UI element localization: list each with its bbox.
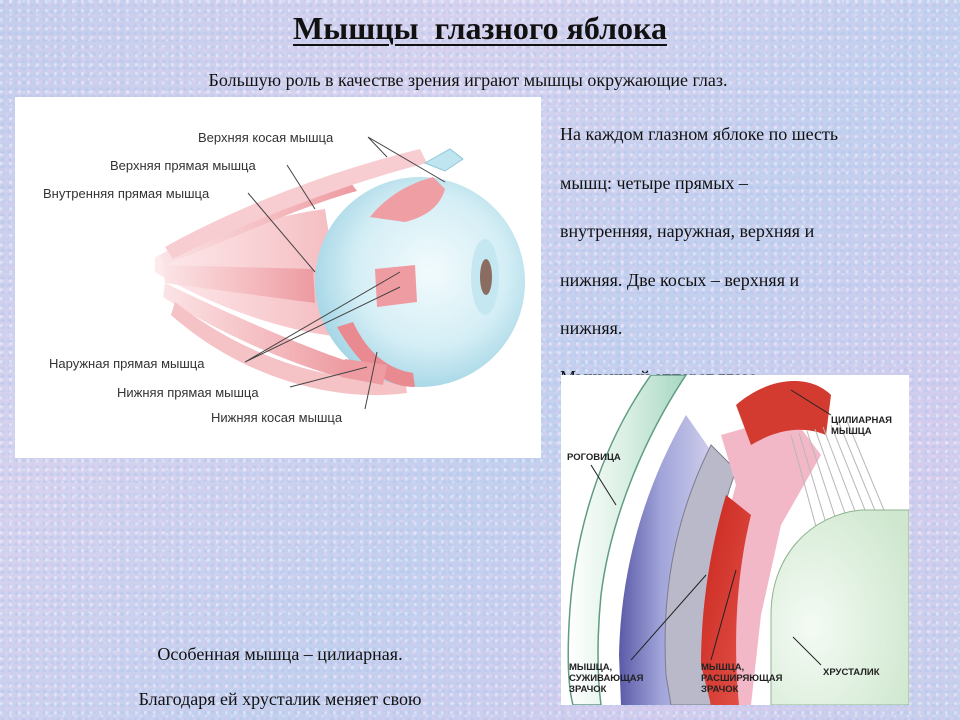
page-title: Мышцы глазного яблока <box>0 10 960 47</box>
lateral-rectus-on-eye <box>375 265 417 307</box>
label-inferior-rectus: Нижняя прямая мышца <box>117 385 259 400</box>
label-dilator-line-2: РАСШИРЯЮЩАЯ <box>701 673 782 684</box>
label-ciliary-line-2: МЫШЦА <box>831 426 892 437</box>
label-dilator-line-1: МЫШЦА, <box>701 662 782 673</box>
label-ciliary-muscle: ЦИЛИАРНАЯ МЫШЦА <box>831 415 892 437</box>
label-cornea: РОГОВИЦА <box>567 452 621 463</box>
eye-muscles-illustration <box>15 97 541 458</box>
bottom-text-line-2: Благодаря ей хрусталик меняет свою <box>60 689 500 710</box>
right-text-line-5: нижняя. <box>560 304 952 353</box>
pupil <box>480 259 492 295</box>
bottom-text-line-1: Особенная мышца – цилиарная. <box>60 644 500 665</box>
right-description: На каждом глазном яблоке по шесть мышц: … <box>560 110 952 401</box>
label-superior-rectus: Верхняя прямая мышца <box>110 158 256 173</box>
right-text-line-2: мышц: четыре прямых – <box>560 159 952 208</box>
label-constrictor-line-2: СУЖИВАЮЩАЯ <box>569 673 643 684</box>
label-dilator: МЫШЦА, РАСШИРЯЮЩАЯ ЗРАЧОК <box>701 662 782 695</box>
label-inferior-oblique: Нижняя косая мышца <box>211 410 342 425</box>
eye-muscles-diagram: Верхняя косая мышца Верхняя прямая мышца… <box>15 97 541 458</box>
page-title-text: Мышцы глазного яблока <box>293 10 667 46</box>
ciliary-muscle-diagram: ЦИЛИАРНАЯ МЫШЦА РОГОВИЦА МЫШЦА, СУЖИВАЮЩ… <box>561 375 909 705</box>
label-dilator-line-3: ЗРАЧОК <box>701 684 782 695</box>
subtitle: Большую роль в качестве зрения играют мы… <box>0 70 936 91</box>
trochlea <box>425 149 463 171</box>
label-constrictor-line-3: ЗРАЧОК <box>569 684 643 695</box>
label-medial-rectus: Внутренняя прямая мышца <box>43 186 209 201</box>
right-text-line-1: На каждом глазном яблоке по шесть <box>560 110 952 159</box>
label-superior-oblique: Верхняя косая мышца <box>198 130 333 145</box>
label-lateral-rectus: Наружная прямая мышца <box>49 356 204 371</box>
label-ciliary-line-1: ЦИЛИАРНАЯ <box>831 415 892 426</box>
label-lens: ХРУСТАЛИК <box>823 667 880 678</box>
label-constrictor-line-1: МЫШЦА, <box>569 662 643 673</box>
label-constrictor: МЫШЦА, СУЖИВАЮЩАЯ ЗРАЧОК <box>569 662 643 695</box>
right-text-line-4: нижняя. Две косых – верхняя и <box>560 256 952 305</box>
right-text-line-3: внутренняя, наружная, верхняя и <box>560 207 952 256</box>
